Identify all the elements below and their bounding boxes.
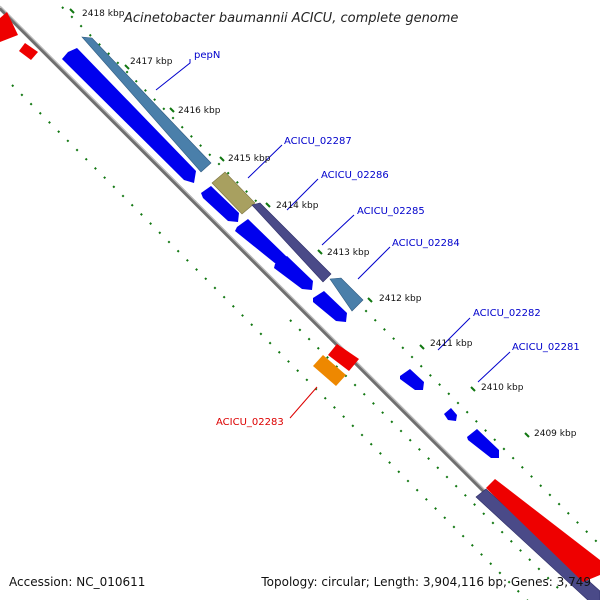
acicu-02285-cds-arrow[interactable]: [235, 219, 287, 265]
tick-label: 2409 kbp: [534, 429, 577, 439]
tick-labels: 2418 kbp 2417 kbp 2416 kbp 2415 kbp 2414…: [82, 9, 577, 439]
acicu-02284b-cds-arrow[interactable]: [313, 291, 347, 322]
tick-label: 2417 kbp: [130, 57, 173, 67]
tick-label: 2418 kbp: [82, 9, 125, 19]
acicu-02284-pointer: [357, 246, 391, 280]
pepN-pointer: [155, 59, 191, 91]
tick-label: 2415 kbp: [228, 154, 271, 164]
red-lower-cds[interactable]: [486, 479, 600, 582]
gene-label-acicu-02286[interactable]: ACICU_02286: [321, 170, 389, 181]
tick-label: 2410 kbp: [481, 383, 524, 393]
pepN-outer-feature[interactable]: [81, 36, 212, 173]
acicu-02283-orange-feature[interactable]: [313, 355, 346, 386]
acicu-02283-red-cds[interactable]: [328, 344, 359, 371]
accession-text: Accession: NC_010611: [9, 575, 145, 589]
acicu-02285-pointer: [321, 214, 355, 246]
acicu-02284-cds-arrow[interactable]: [274, 256, 313, 290]
gene-label-acicu-02282[interactable]: ACICU_02282: [473, 308, 541, 319]
tick-label: 2411 kbp: [430, 339, 473, 349]
label-pointer-lines: [155, 59, 511, 419]
acicu-02281-pointer: [477, 351, 511, 383]
map-title: Acinetobacter baumannii ACICU, complete …: [123, 11, 458, 26]
acicu-02281-cds-arrow[interactable]: [467, 429, 499, 458]
tick-label: 2416 kbp: [178, 106, 221, 116]
acicu-02286-cds-arrow[interactable]: [201, 186, 239, 222]
gene-label-acicu-02283[interactable]: ACICU_02283: [216, 417, 284, 428]
tick-label: 2412 kbp: [379, 294, 422, 304]
gene-label-acicu-02284[interactable]: ACICU_02284: [392, 238, 460, 249]
small-cds-arrow[interactable]: [444, 408, 457, 421]
acicu-02286-pointer: [286, 178, 319, 211]
acicu-02287-pointer: [247, 144, 283, 179]
pepN-cds-arrow[interactable]: [62, 48, 196, 183]
acicu-02282-cds-arrow[interactable]: [400, 369, 424, 390]
tick-label: 2414 kbp: [276, 201, 319, 211]
gene-label-pepN[interactable]: pepN: [194, 50, 220, 61]
outer-scale-track: [61, 6, 600, 546]
red-small-cds[interactable]: [19, 43, 38, 60]
gene-label-acicu-02287[interactable]: ACICU_02287: [284, 136, 352, 147]
acicu-02283-pointer: [289, 386, 318, 419]
topology-text: Topology: circular; Length: 3,904,116 bp…: [260, 575, 591, 589]
gene-labels: pepN ACICU_02287 ACICU_02286 ACICU_02285…: [194, 50, 580, 428]
purple-lower-feature[interactable]: [475, 488, 600, 600]
middle-scale-track: [289, 319, 561, 591]
red-topleft-cds[interactable]: [0, 12, 18, 42]
acicu-02285-feature[interactable]: [251, 202, 332, 283]
tick-label: 2413 kbp: [327, 248, 370, 258]
gene-label-acicu-02281[interactable]: ACICU_02281: [512, 342, 580, 353]
acicu-02282-pointer: [437, 317, 471, 351]
acicu-02284-outer-feature[interactable]: [329, 277, 364, 312]
gene-label-acicu-02285[interactable]: ACICU_02285: [357, 206, 425, 217]
acicu-02287-feature[interactable]: [211, 171, 256, 215]
tick-marks: [69, 8, 530, 438]
